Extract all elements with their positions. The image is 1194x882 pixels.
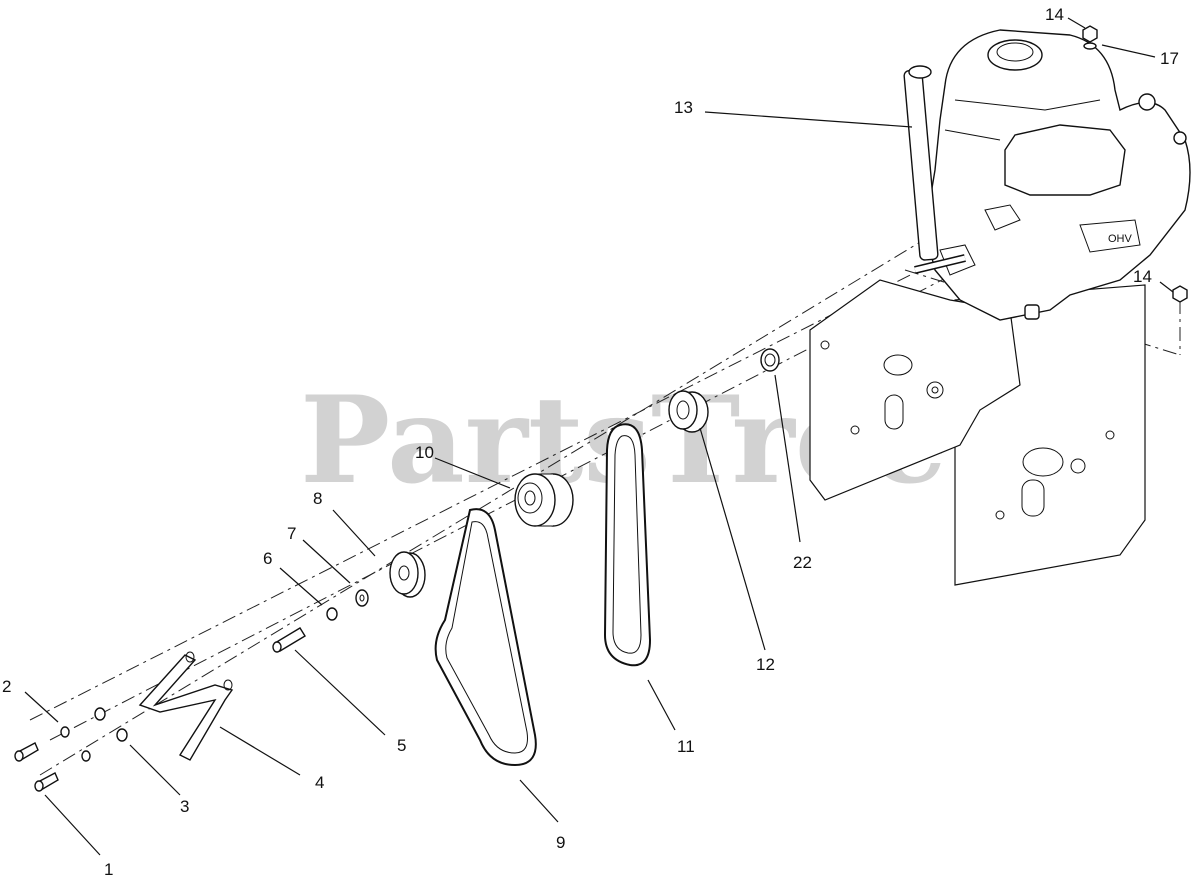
callout-14-right: 14 (1133, 267, 1152, 286)
callout-13: 13 (674, 98, 693, 117)
spacer-ring (760, 348, 780, 372)
bolt-upper (14, 742, 39, 762)
callout-3: 3 (180, 797, 189, 816)
shoulder-bolt (272, 627, 306, 653)
callout-22: 22 (793, 553, 812, 572)
svg-text:OHV: OHV (1108, 233, 1133, 245)
drive-belt-large (434, 508, 537, 767)
callout-17: 17 (1160, 49, 1179, 68)
callout-8: 8 (313, 489, 322, 508)
leader-lines (24, 17, 1174, 856)
callout-14-top: 14 (1045, 5, 1064, 24)
callout-4: 4 (315, 773, 324, 792)
callout-5: 5 (397, 736, 406, 755)
washer (355, 589, 369, 607)
callout-6: 6 (263, 549, 272, 568)
frame-plate-front (809, 279, 1021, 501)
idler-pulley (389, 551, 426, 598)
idler-bracket (138, 651, 234, 761)
callout-10: 10 (415, 443, 434, 462)
pulley-small (668, 390, 709, 433)
callout-11: 11 (677, 737, 695, 756)
pulley-large (514, 473, 574, 527)
engine: OHV (903, 29, 1191, 321)
nut (326, 607, 338, 621)
callout-9: 9 (556, 833, 565, 852)
hex-nut-top (1082, 25, 1098, 50)
bolt-lower (34, 772, 59, 792)
callout-1: 1 (104, 860, 113, 879)
washer-upper (60, 707, 106, 738)
drive-belt-small (603, 423, 652, 667)
washer-lower (81, 728, 128, 762)
callout-2: 2 (2, 677, 11, 696)
callout-7: 7 (287, 524, 296, 543)
callout-labels: 1 2 3 4 5 6 7 8 9 10 11 12 13 14 14 17 2… (2, 5, 1179, 879)
hex-nut-right (1172, 285, 1188, 303)
callout-12: 12 (756, 655, 775, 674)
